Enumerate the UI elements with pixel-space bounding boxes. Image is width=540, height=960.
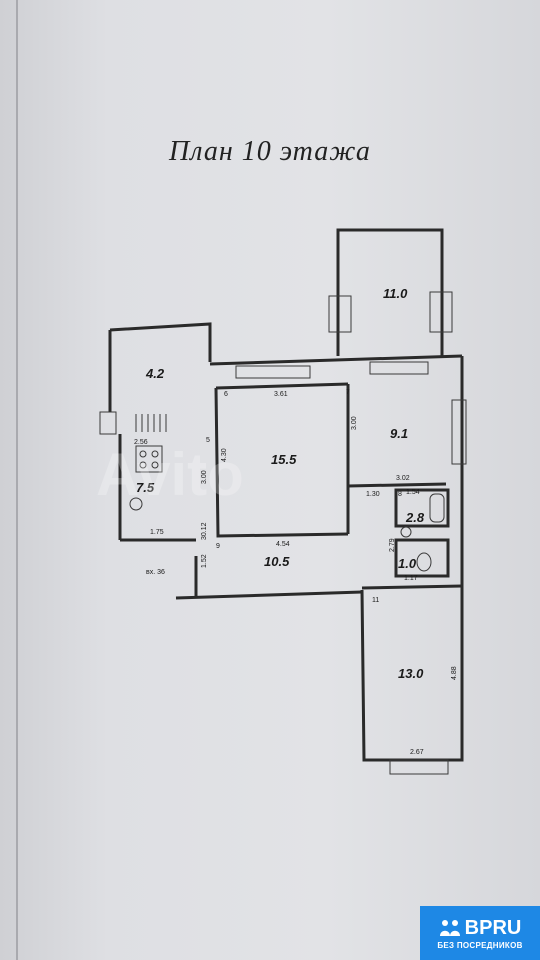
dim-3-61: 3.61	[274, 391, 288, 398]
room-area-hall: 10.5	[264, 554, 290, 569]
point-9: 9	[216, 543, 220, 550]
stove-icon	[135, 445, 163, 473]
living-top-wall	[215, 382, 349, 390]
entrance-hatch	[135, 414, 167, 432]
window-south	[389, 759, 449, 775]
dim-1-54: 1.54	[406, 489, 420, 496]
dim-2-56: 2.56	[134, 439, 148, 446]
dim-4-54: 4.54	[276, 541, 290, 548]
page-edge	[16, 0, 18, 960]
point-6: 6	[224, 391, 228, 398]
room-area-balcony: 11.0	[383, 286, 408, 301]
badge-subtitle: БЕЗ ПОСРЕДНИКОВ	[437, 940, 523, 950]
window-bedroom	[369, 361, 429, 375]
point-7: 7	[346, 389, 350, 396]
watermark: Avito	[96, 441, 244, 508]
sink-icon	[129, 497, 143, 511]
point-8: 8	[398, 491, 402, 498]
dim-30-12: 30.12	[201, 522, 208, 540]
dim-3-00-a: 3.00	[201, 470, 208, 484]
north-wall	[209, 354, 463, 366]
room-area-south: 13.0	[398, 666, 424, 681]
point-11: 11	[372, 597, 379, 604]
room-area-wc: 1.0	[398, 556, 417, 571]
balcony-pillar-left	[328, 295, 352, 333]
room-area-small: 4.2	[145, 366, 165, 381]
dim-4-88: 4.88	[451, 666, 458, 680]
living-walls	[214, 387, 349, 538]
bath-walls	[394, 488, 450, 528]
badge-brand: BPRU	[464, 916, 522, 939]
room-area-kitchen: 7.5	[136, 480, 155, 495]
room-area-living: 15.5	[271, 452, 297, 467]
entrance-label: вх. 36	[146, 569, 165, 576]
window-living	[235, 365, 311, 379]
dim-1-52: 1.52	[201, 554, 208, 568]
brand-badge[interactable]: BPRU БЕЗ ПОСРЕДНИКОВ	[420, 906, 540, 960]
dim-1-17: 1.17	[404, 575, 418, 582]
dim-3-02: 3.02	[396, 475, 410, 482]
wc-walls	[394, 538, 450, 578]
window-east	[451, 399, 467, 465]
small-room-walls	[109, 322, 212, 362]
dim-1-75: 1.75	[150, 529, 164, 536]
window-small-room	[99, 411, 117, 435]
bedroom-bottom-wall	[347, 482, 447, 488]
dim-4-30: 4.30	[221, 448, 228, 462]
balcony-pillar-right	[429, 291, 453, 333]
washbasin-icon	[400, 526, 412, 538]
bathtub-icon	[429, 493, 445, 523]
people-icon	[439, 920, 460, 936]
dim-2-67: 2.67	[410, 749, 424, 756]
balcony-walls	[336, 228, 444, 356]
south-room-top-wall	[361, 584, 463, 590]
room-area-bedroom: 9.1	[390, 426, 408, 441]
plan-title: План 10 этажа	[169, 136, 371, 167]
dim-1-30: 1.30	[366, 491, 380, 498]
hall-bottom-wall	[175, 590, 363, 600]
toilet-icon	[416, 552, 432, 572]
dim-2-79: 2.79	[389, 538, 396, 552]
dim-3-00-b: 3.00	[351, 416, 358, 430]
point-5: 5	[206, 437, 210, 444]
room-area-bath: 2.8	[405, 510, 425, 525]
